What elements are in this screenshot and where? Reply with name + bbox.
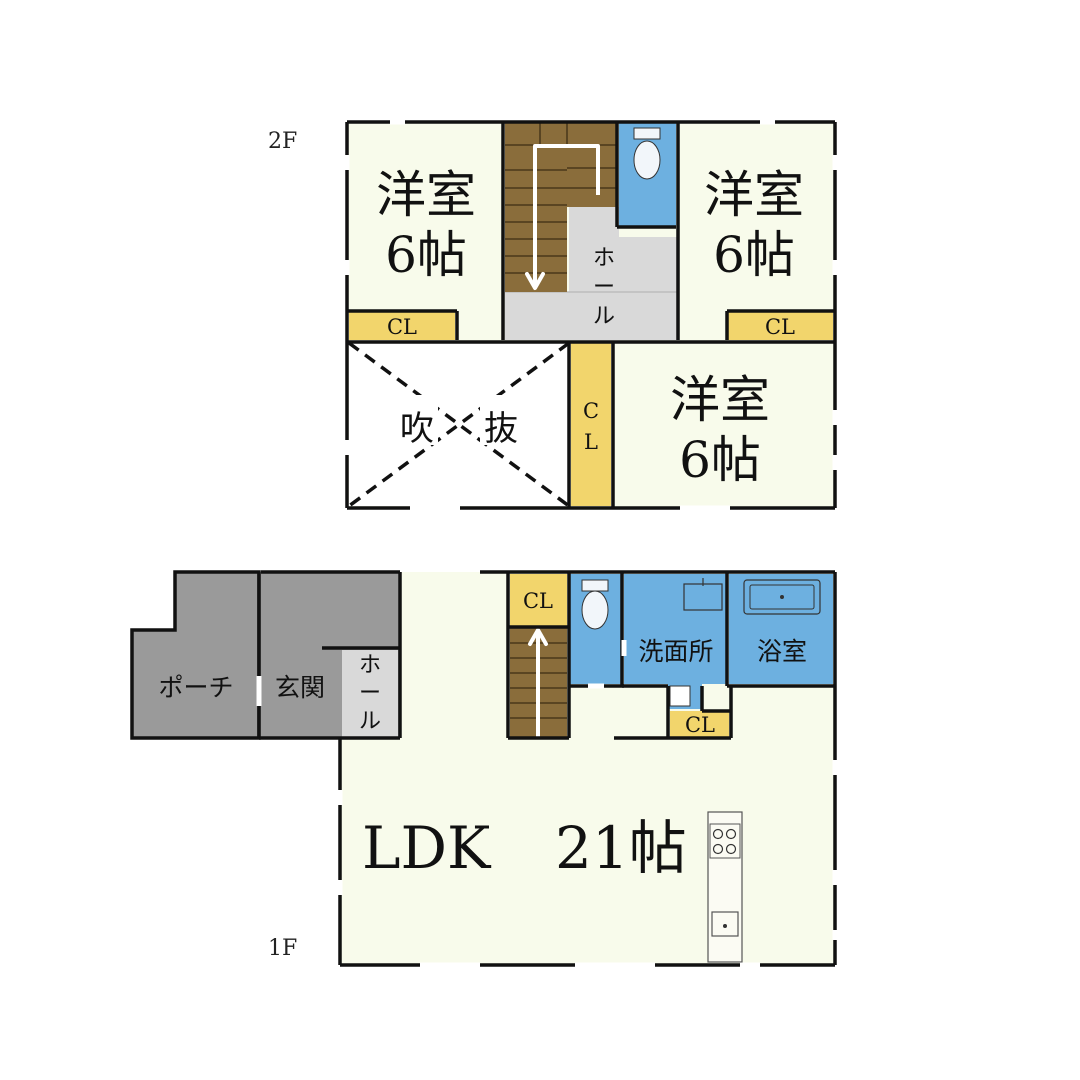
upper-bedroom-a-name: 洋室 bbox=[376, 166, 476, 224]
bathroom: 浴室 bbox=[729, 574, 833, 684]
upper-staircase bbox=[505, 122, 617, 292]
lower-hall-char-3: ル bbox=[359, 709, 381, 734]
upper-closet-vertical bbox=[571, 343, 611, 506]
upper-bedroom-a-size: 6帖 bbox=[385, 226, 467, 284]
lower-staircase bbox=[510, 628, 567, 738]
upper-bedroom-c-name: 洋室 bbox=[670, 371, 770, 429]
ldk-name: LDK bbox=[362, 814, 492, 882]
entrance-label: 玄関 bbox=[275, 673, 325, 702]
washroom-label: 洗面所 bbox=[638, 637, 713, 666]
ldk-size: 21帖 bbox=[555, 814, 687, 882]
upper-hall-char-2: ー bbox=[593, 275, 615, 300]
upper-void-char-2: 抜 bbox=[484, 409, 518, 449]
lower-toilet bbox=[569, 574, 622, 684]
upper-closet-right-label: CL bbox=[765, 315, 795, 339]
washroom: 洗面所 bbox=[624, 574, 727, 709]
upper-hall-char-1: ホ bbox=[593, 246, 615, 271]
lower-hall-char-2: ー bbox=[359, 681, 381, 706]
lower-floor: ポーチ 玄関 ホ ー ル bbox=[130, 570, 838, 968]
lower-closet-stairs-label: CL bbox=[523, 589, 553, 613]
lower-closet-stairs bbox=[510, 574, 567, 626]
upper-bedroom-b-name: 洋室 bbox=[704, 166, 804, 224]
upper-closet-left bbox=[349, 312, 455, 340]
floor-label-2f: 2F bbox=[268, 129, 297, 154]
lower-hall: ホ ー ル bbox=[342, 650, 398, 738]
upper-window-gaps bbox=[344, 119, 838, 511]
upper-closet-vertical-char-1: C bbox=[583, 399, 599, 423]
upper-closet-left-label: CL bbox=[387, 315, 417, 339]
bathroom-label: 浴室 bbox=[757, 637, 807, 666]
porch-label: ポーチ bbox=[158, 673, 233, 702]
upper-floor: ホ ー ル bbox=[344, 119, 838, 511]
upper-bedroom-c-size: 6帖 bbox=[679, 431, 761, 489]
upper-void: 吹 抜 bbox=[347, 341, 571, 508]
lower-hall-char-1: ホ bbox=[359, 653, 381, 678]
upper-void-char-1: 吹 bbox=[400, 409, 434, 449]
lower-closet-small bbox=[670, 711, 729, 738]
floor-label-1f: 1F bbox=[268, 936, 297, 961]
upper-bedroom-b-size: 6帖 bbox=[713, 226, 795, 284]
upper-closet-vertical-char-2: L bbox=[584, 430, 598, 454]
kitchen-counter bbox=[707, 811, 743, 963]
upper-hall-char-3: ル bbox=[593, 304, 615, 329]
upper-hall: ホ ー ル bbox=[505, 207, 678, 340]
upper-toilet bbox=[619, 122, 676, 227]
porch: ポーチ bbox=[130, 570, 261, 740]
lower-window-gaps bbox=[256, 640, 838, 968]
upper-closet-right bbox=[727, 312, 833, 340]
lower-closet-small-label: CL bbox=[685, 713, 715, 737]
